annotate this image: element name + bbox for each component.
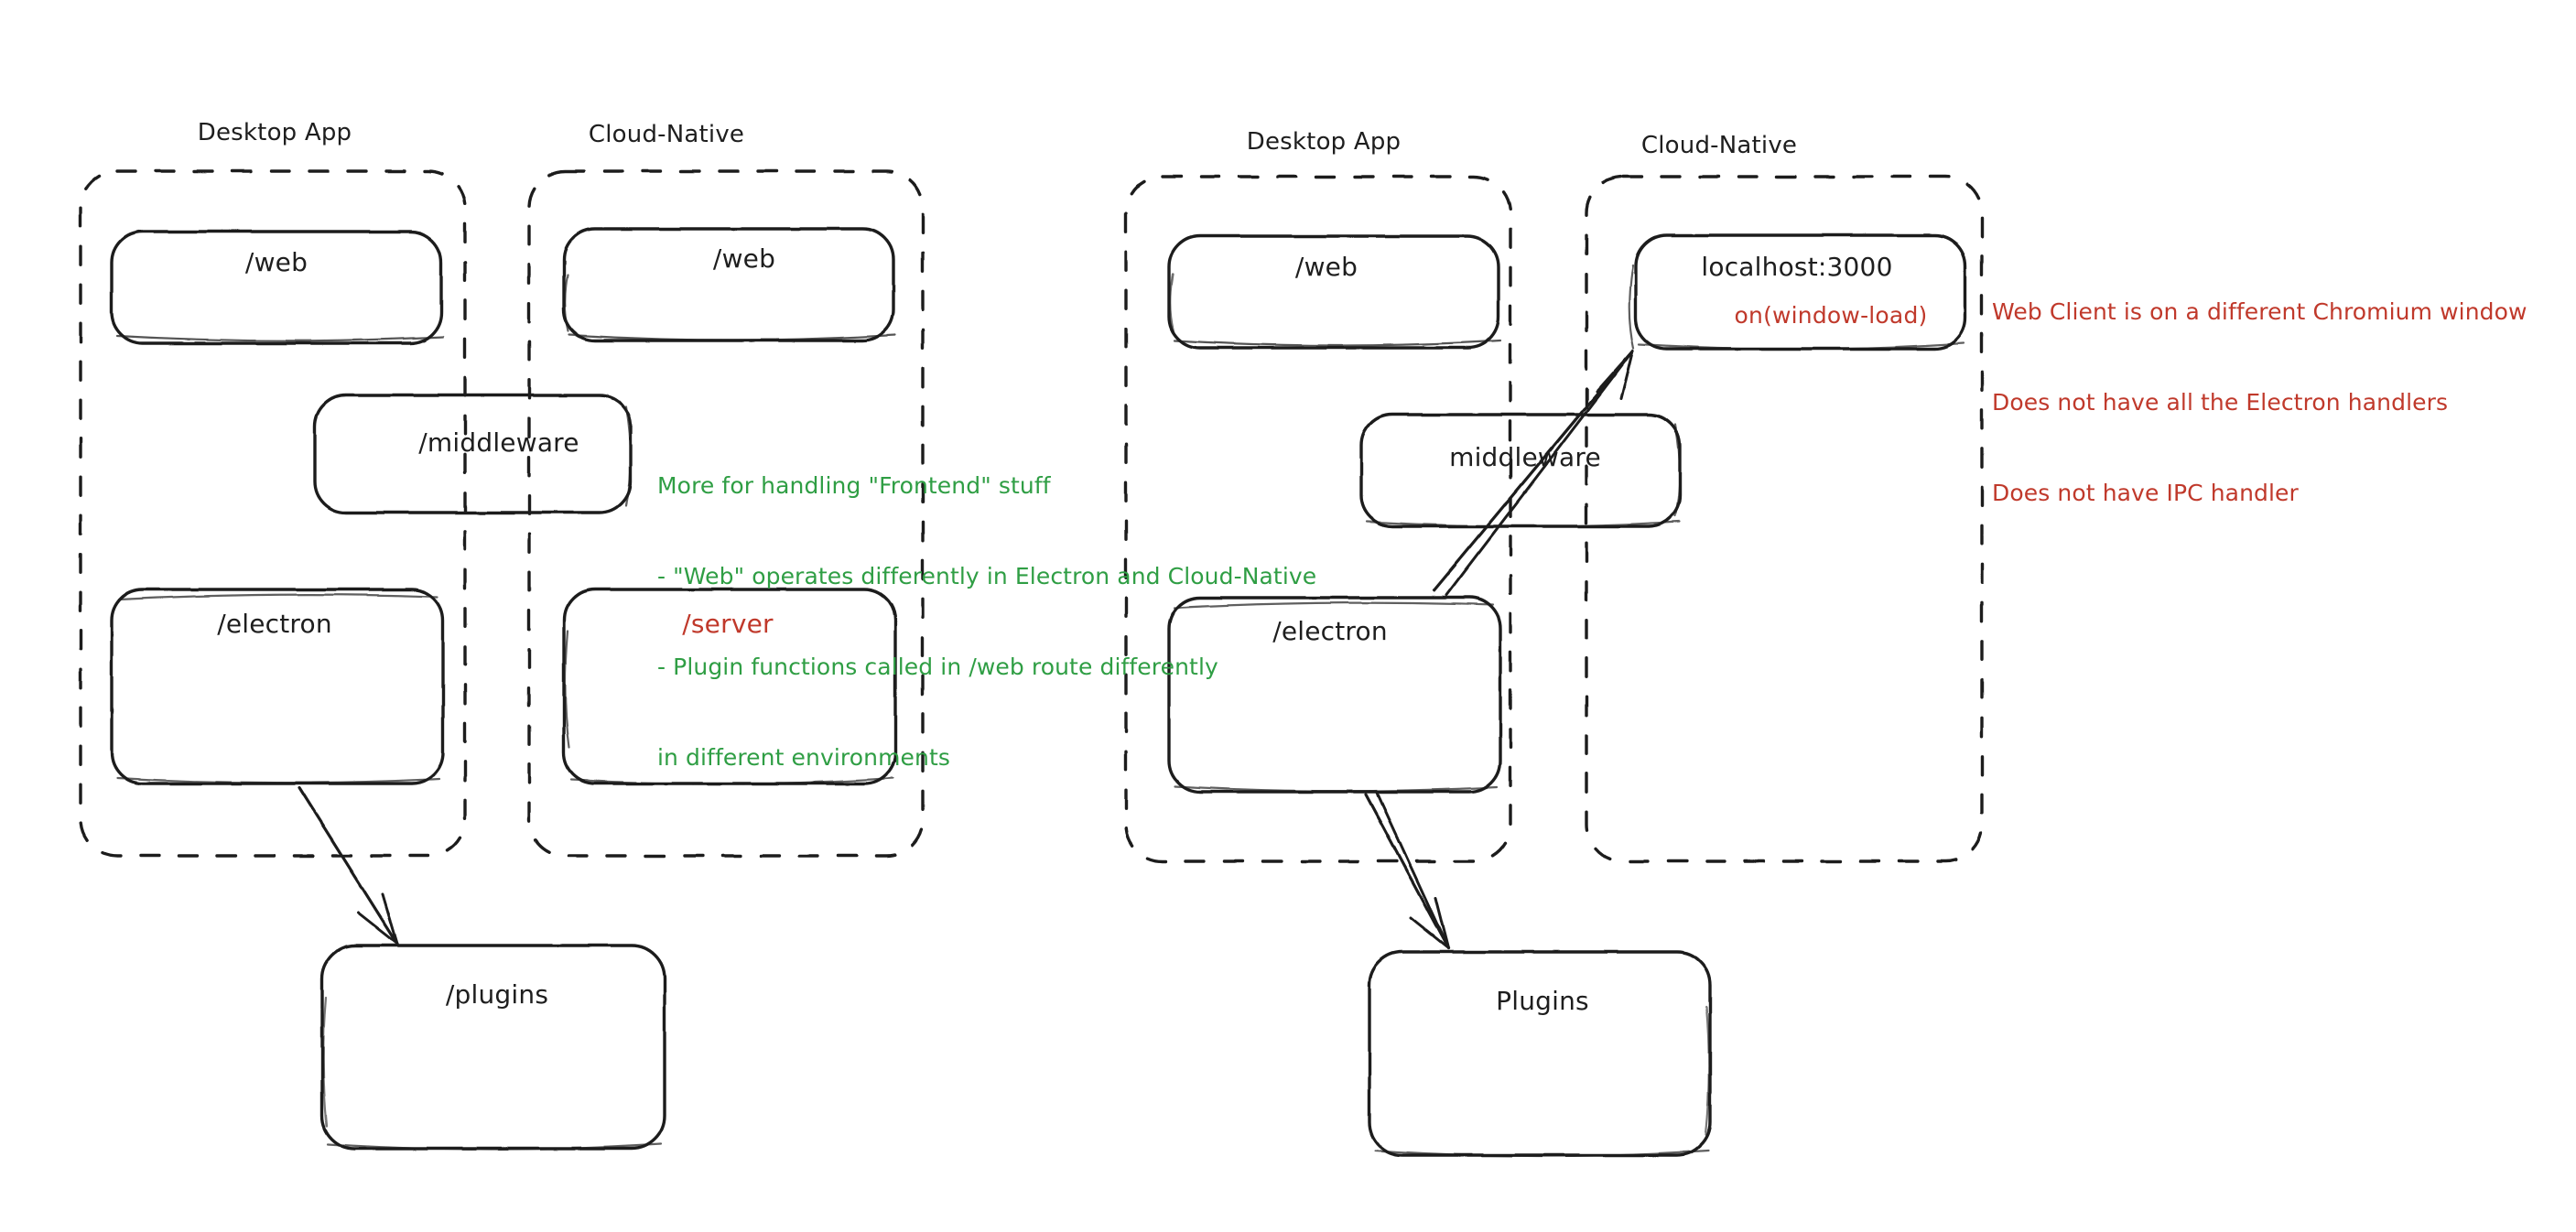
- box-label-right-plugins: Plugins: [1496, 986, 1589, 1016]
- box-left-middleware[interactable]: [313, 394, 633, 514]
- annotation-red-note: Web Client is on a different Chromium wi…: [1992, 236, 2527, 538]
- annotation-green-line-3: - Plugin functions called in /web route …: [657, 654, 1218, 680]
- annotation-green-note: More for handling "Frontend" stuff - "We…: [657, 410, 1316, 803]
- box-right-electron[interactable]: [1167, 596, 1502, 794]
- box-label-left-server: /server: [682, 609, 774, 639]
- box-label-left-cloud-web: /web: [712, 243, 776, 274]
- group-title-right-cloud-native: Cloud-Native: [1640, 132, 1798, 159]
- box-label-left-middleware: /middleware: [418, 427, 579, 458]
- box-label-left-plugins: /plugins: [445, 979, 549, 1010]
- annotation-green-line-4: in different environments: [657, 744, 950, 771]
- arrow-right-electron-to-plugins: [1364, 791, 1450, 950]
- box-right-middleware[interactable]: [1359, 413, 1682, 528]
- group-left-desktop-app: [79, 169, 467, 858]
- annotation-red-line-3: Does not have IPC handler: [1992, 480, 2299, 506]
- box-right-localhost[interactable]: [1629, 233, 1967, 351]
- box-right-desktop-web[interactable]: [1167, 234, 1502, 350]
- box-label-right-electron: /electron: [1272, 616, 1388, 646]
- arrow-left-electron-to-plugins: [298, 786, 399, 946]
- box-label-left-desktop-web: /web: [244, 247, 308, 277]
- box-label-right-desktop-web: /web: [1294, 252, 1358, 282]
- group-title-left-desktop-app: Desktop App: [197, 119, 352, 146]
- annotation-red-line-2: Does not have all the Electron handlers: [1992, 389, 2449, 416]
- box-left-server[interactable]: [562, 588, 897, 785]
- box-left-desktop-web[interactable]: [110, 230, 445, 345]
- box-left-cloud-web[interactable]: [562, 227, 897, 342]
- box-label-left-electron: /electron: [217, 609, 332, 639]
- group-title-left-cloud-native: Cloud-Native: [588, 121, 745, 148]
- annotation-green-line-2: - "Web" operates differently in Electron…: [657, 563, 1317, 589]
- box-label-right-middleware: middleware: [1449, 442, 1601, 472]
- box-left-electron[interactable]: [110, 588, 445, 785]
- box-right-plugins[interactable]: [1368, 950, 1712, 1158]
- group-title-right-desktop-app: Desktop App: [1246, 128, 1402, 156]
- group-right-desktop-app: [1124, 175, 1512, 863]
- annotation-red-line-1: Web Client is on a different Chromium wi…: [1992, 298, 2527, 325]
- annotation-green-line-1: More for handling "Frontend" stuff: [657, 472, 1051, 499]
- group-right-cloud-native: [1585, 175, 1984, 863]
- arrow-right-electron-to-localhost: [1432, 349, 1635, 597]
- box-sublabel-right-window-load: on(window-load): [1734, 302, 1928, 329]
- box-left-plugins[interactable]: [320, 944, 666, 1151]
- box-label-right-localhost: localhost:3000: [1701, 252, 1893, 282]
